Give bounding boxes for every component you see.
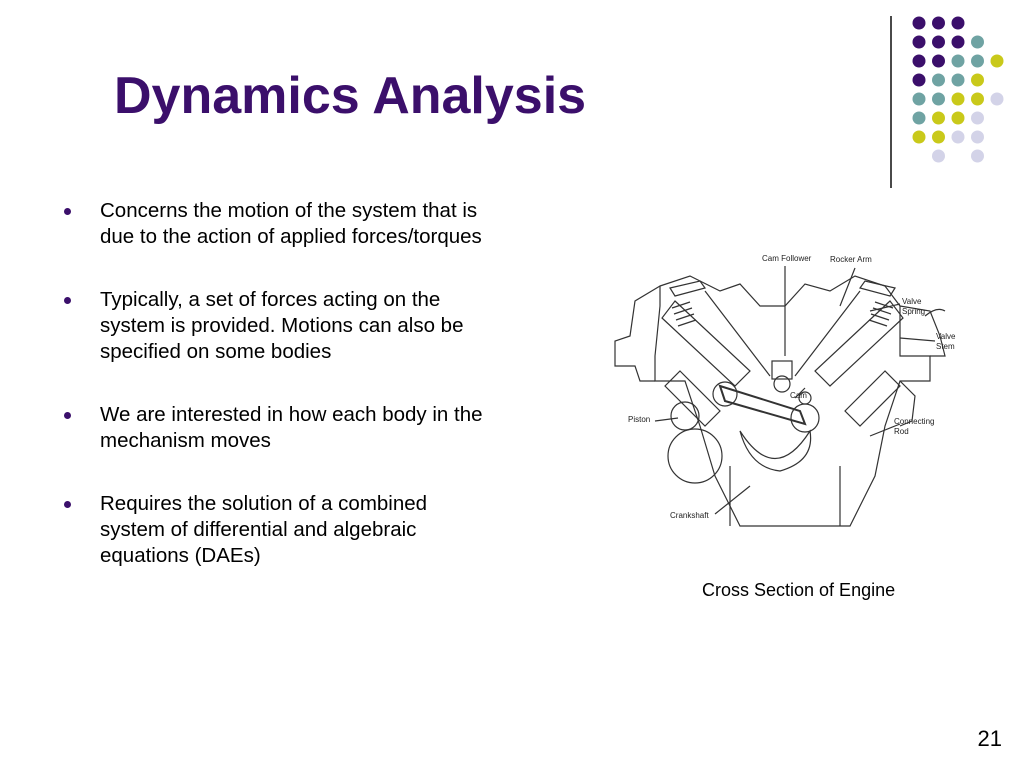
decor-dot [951, 54, 965, 68]
decor-dot [932, 149, 945, 163]
decor-dot [971, 54, 984, 68]
label-connecting-rod-2: Rod [894, 427, 909, 436]
decor-dot [951, 92, 965, 106]
bullet-text: Concerns the motion of the system that i… [100, 199, 482, 248]
decor-dot [971, 92, 984, 106]
bullet-item: Requires the solution of a combined syst… [62, 491, 492, 569]
decor-dot [971, 35, 984, 49]
label-piston: Piston [628, 415, 650, 424]
bullet-text: Requires the solution of a combined syst… [100, 492, 428, 567]
decor-dot [932, 54, 945, 68]
label-valve-spring-2: Spring [902, 307, 925, 316]
label-crankshaft: Crankshaft [670, 511, 709, 520]
decor-dot [912, 111, 926, 125]
decor-dot [912, 35, 926, 49]
decor-dot [912, 92, 926, 106]
decor-dot [951, 73, 965, 87]
decor-dot [912, 130, 926, 144]
decor-dot [971, 111, 984, 125]
decor-dot [932, 16, 945, 30]
decor-dot [951, 130, 965, 144]
decor-dot [932, 73, 945, 87]
bullet-icon [64, 412, 71, 419]
label-cam: Cam [790, 391, 807, 400]
slide-title: Dynamics Analysis [114, 67, 587, 125]
engine-cross-section-diagram: Cam Follower Rocker Arm Valve Spring Val… [614, 254, 956, 527]
decor-dot [932, 111, 945, 125]
bullet-item: Concerns the motion of the system that i… [62, 198, 492, 250]
figure-caption: Cross Section of Engine [702, 580, 896, 600]
bullet-list: Concerns the motion of the system that i… [62, 198, 492, 606]
decor-dot [951, 16, 965, 30]
decor-dot [990, 92, 1004, 106]
bullet-item: We are interested in how each body in th… [62, 402, 492, 454]
bullet-text: We are interested in how each body in th… [100, 403, 483, 452]
decor-dot [951, 111, 965, 125]
decor-dot [990, 54, 1004, 68]
decor-dot [932, 35, 945, 49]
label-connecting-rod-1: Connecting [894, 417, 934, 426]
label-valve-stem-2: Stem [936, 342, 955, 351]
decor-dot [971, 149, 984, 163]
page-number: 21 [977, 726, 1002, 751]
bullet-icon [64, 208, 71, 215]
decor-dot [971, 130, 984, 144]
label-rocker-arm: Rocker Arm [830, 255, 872, 264]
bullet-item: Typically, a set of forces acting on the… [62, 287, 492, 365]
label-valve-spring-1: Valve [902, 297, 922, 306]
decor-dot [912, 54, 926, 68]
decor-dot [971, 73, 984, 87]
label-valve-stem-1: Valve [936, 332, 956, 341]
label-cam-follower: Cam Follower [762, 254, 812, 263]
decorative-vertical-line [890, 16, 892, 188]
decor-dot [912, 73, 926, 87]
bullet-icon [64, 501, 71, 508]
decor-dot [932, 92, 945, 106]
decor-dot [951, 35, 965, 49]
bullet-text: Typically, a set of forces acting on the… [100, 288, 464, 363]
decor-dot [912, 16, 926, 30]
bullet-icon [64, 297, 71, 304]
decor-dot [932, 130, 945, 144]
